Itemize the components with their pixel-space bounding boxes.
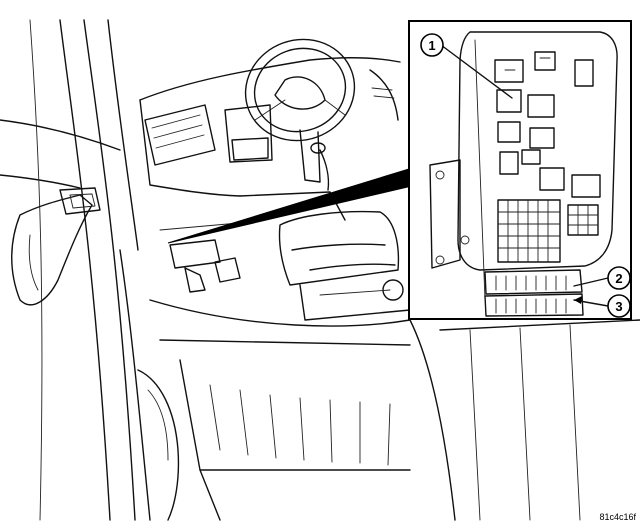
- door-frame: [0, 19, 151, 521]
- driver-seat: [278, 210, 411, 321]
- dashboard: [139, 57, 401, 221]
- relays: [494, 51, 601, 198]
- callout-arrow-3: [574, 296, 582, 304]
- inset-border: [408, 20, 632, 320]
- fuse-box-inset: 1 2 3: [408, 20, 632, 320]
- callout-3-label: 3: [615, 299, 622, 314]
- floor-step: [149, 299, 640, 521]
- van-interior-illustration: [0, 19, 640, 521]
- callout-1: 1: [420, 33, 444, 57]
- lower-fuse-block-3: [484, 293, 584, 317]
- gear-lever: [310, 142, 330, 191]
- lower-fuse-block-2: [484, 269, 583, 295]
- figure-id: 81c4c16f: [599, 512, 636, 522]
- fuse-box-housing: [429, 31, 618, 301]
- callout-3: 3: [607, 294, 631, 318]
- door-handle: [11, 187, 101, 306]
- wheel-arch: [137, 369, 180, 521]
- callout-leader-2: [573, 277, 609, 287]
- mini-fuse-grid: [497, 199, 599, 263]
- callout-leader-1: [440, 44, 513, 99]
- callout-2: 2: [607, 266, 631, 290]
- location-pointer: [167, 167, 413, 244]
- steering-wheel: [244, 38, 356, 183]
- callout-2-label: 2: [615, 271, 622, 286]
- callout-1-label: 1: [428, 38, 435, 53]
